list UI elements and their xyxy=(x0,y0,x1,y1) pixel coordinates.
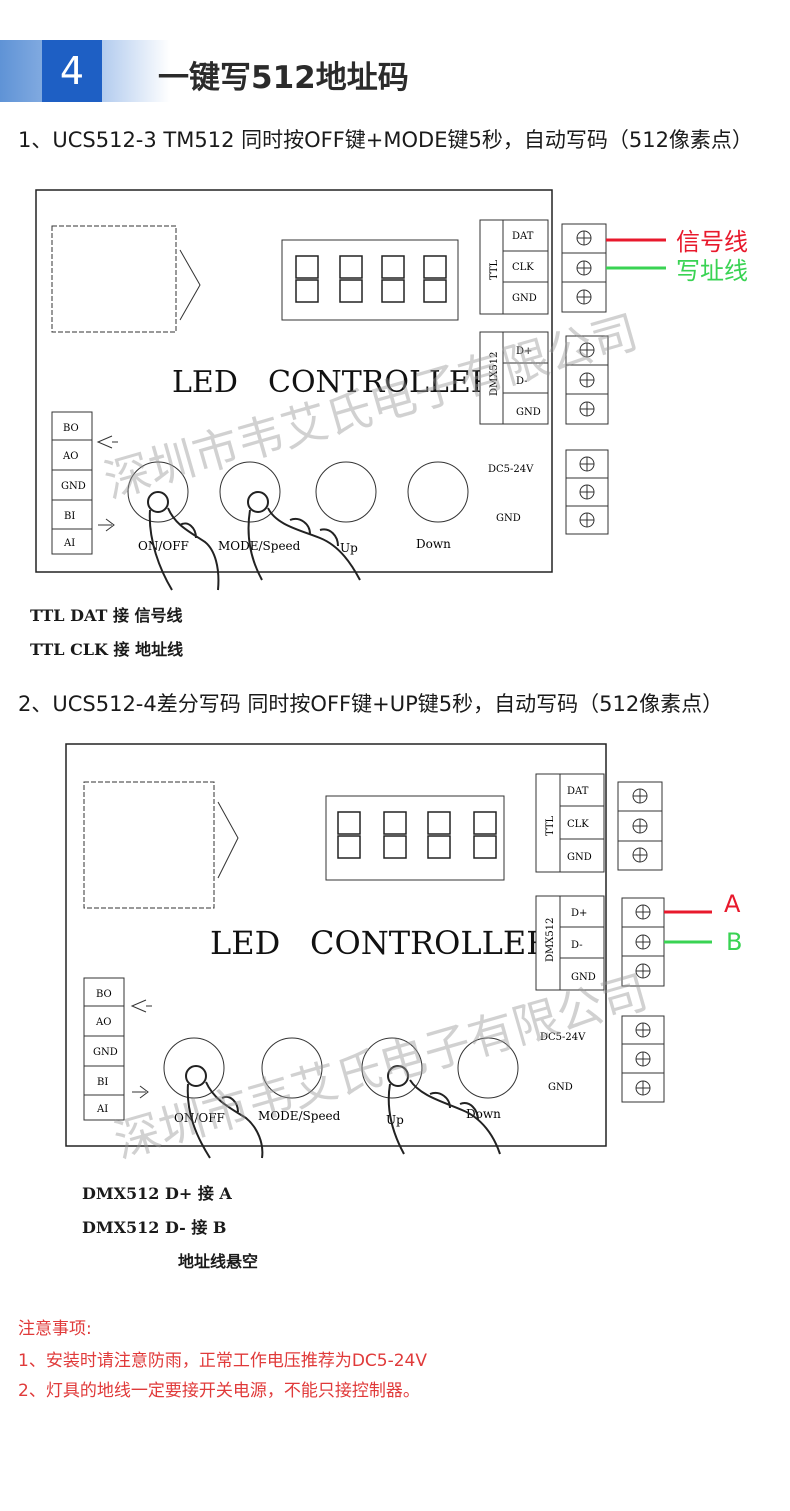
arrow-right-icon xyxy=(98,518,115,532)
button-onoff-label: ON/OFF xyxy=(174,1111,225,1125)
section-number-badge: 4 xyxy=(42,40,102,102)
side-pin-bi: BI xyxy=(97,1077,108,1088)
side-pin-ao: AO xyxy=(95,1017,111,1028)
button-down xyxy=(457,1037,519,1099)
arrow-right-icon xyxy=(132,1085,149,1099)
terminal-block-dmx xyxy=(565,335,609,425)
note-item: 2、灯具的地线一定要接开关电源，不能只接控制器。 xyxy=(18,1381,420,1401)
chip-outline xyxy=(83,781,215,909)
chip-arrow xyxy=(217,801,239,879)
ttl-label: TTL xyxy=(489,259,500,280)
address-wire-label: 写址线 xyxy=(676,257,748,285)
step1-instruction: 1、UCS512-3 TM512 同时按OFF键+MODE键5秒，自动写码（51… xyxy=(18,128,753,152)
dmx-pin-dminus: D- xyxy=(571,940,583,951)
button-onoff xyxy=(163,1037,225,1099)
chip-outline xyxy=(51,225,177,333)
button-up xyxy=(315,461,377,523)
chip-arrow xyxy=(179,249,201,321)
connect-line: TTL CLK 接 地址线 xyxy=(30,640,184,659)
ttl-label: TTL xyxy=(545,815,556,836)
signal-wire-label: 信号线 xyxy=(676,228,748,256)
terminal-block-dmx xyxy=(621,897,665,987)
connect-line: DMX512 D+ 接 A xyxy=(82,1184,232,1203)
side-pin-bo: BO xyxy=(96,989,112,1000)
button-up-label: Up xyxy=(340,541,358,555)
led-title: LED xyxy=(172,365,238,400)
arrow-left-icon xyxy=(96,435,118,449)
button-down xyxy=(407,461,469,523)
connect-line: DMX512 D- 接 B xyxy=(82,1218,227,1237)
power-gnd-label: GND xyxy=(496,513,521,524)
side-pin-gnd: GND xyxy=(61,481,86,492)
side-pin-block xyxy=(51,411,93,555)
ttl-pin-dat: DAT xyxy=(567,786,589,797)
dmx-block xyxy=(535,895,605,991)
terminal-block-ttl xyxy=(617,781,663,871)
pressing-hand-icon xyxy=(387,1065,501,1155)
dmx-pin-gnd: GND xyxy=(516,407,541,418)
dmx-label: DMX512 xyxy=(545,918,556,962)
side-pin-block xyxy=(83,977,125,1121)
arrow-left-icon xyxy=(130,999,152,1013)
led-title: LED xyxy=(210,924,280,962)
dmx-pin-dplus: D+ xyxy=(516,346,532,357)
button-mode xyxy=(219,461,281,523)
ttl-pin-clk: CLK xyxy=(512,262,534,273)
button-mode-label: MODE/Speed xyxy=(218,539,301,553)
power-label: DC5-24V xyxy=(488,464,534,475)
pressing-hand-icon xyxy=(247,491,361,581)
ttl-pin-dat: DAT xyxy=(512,231,534,242)
dmx-block xyxy=(479,331,549,425)
controller-diagram-2: LED CONTROLLER TTL DAT CLK GND DMX512 D+… xyxy=(65,743,742,1169)
power-gnd-label: GND xyxy=(548,1082,573,1093)
controller-title: CONTROLLER xyxy=(268,365,495,400)
button-onoff-label: ON/OFF xyxy=(138,539,189,553)
terminal-block-ttl xyxy=(561,223,607,313)
side-pin-bo: BO xyxy=(63,423,79,434)
dmx-label: DMX512 xyxy=(489,352,500,396)
display-digits xyxy=(337,811,497,859)
side-pin-bi: BI xyxy=(64,511,75,522)
button-mode-label: MODE/Speed xyxy=(258,1109,341,1123)
side-pin-gnd: GND xyxy=(93,1047,118,1058)
ttl-pin-gnd: GND xyxy=(567,852,592,863)
controller-title: CONTROLLER xyxy=(310,924,551,962)
notes-title: 注意事项: xyxy=(18,1319,92,1339)
ttl-pin-gnd: GND xyxy=(512,293,537,304)
display-digits xyxy=(295,255,447,303)
side-pin-ai: AI xyxy=(63,538,75,549)
button-mode xyxy=(261,1037,323,1099)
step2-instruction: 2、UCS512-4差分写码 同时按OFF键+UP键5秒，自动写码（512像素点… xyxy=(18,692,724,716)
section-title: 一键写512地址码 xyxy=(158,60,409,96)
wire-b-label: B xyxy=(726,928,742,956)
side-pin-ao: AO xyxy=(62,451,78,462)
ttl-pin-clk: CLK xyxy=(567,819,589,830)
pressing-hand-icon xyxy=(185,1065,264,1159)
button-down-label: Down xyxy=(416,537,451,551)
digit-display xyxy=(325,795,505,881)
terminal-block-power xyxy=(621,1015,665,1103)
dmx-pin-dplus: D+ xyxy=(571,908,587,919)
ttl-block xyxy=(479,219,549,315)
button-up-label: Up xyxy=(386,1113,404,1127)
dmx-pin-gnd: GND xyxy=(571,972,596,983)
wire-a-label: A xyxy=(724,890,741,918)
side-pin-ai: AI xyxy=(96,1104,108,1115)
terminal-block-power xyxy=(565,449,609,535)
dmx-pin-dminus: D- xyxy=(516,376,528,387)
controller-diagram-1: LED CONTROLLER TTL DAT CLK GND DMX512 D+… xyxy=(35,189,748,591)
connect-line: TTL DAT 接 信号线 xyxy=(30,606,183,625)
note-item: 1、安装时请注意防雨，正常工作电压推荐为DC5-24V xyxy=(18,1351,427,1371)
ttl-block xyxy=(535,773,605,873)
connect-line: 地址线悬空 xyxy=(178,1252,259,1271)
pressing-hand-icon xyxy=(147,491,220,591)
power-label: DC5-24V xyxy=(540,1032,586,1043)
